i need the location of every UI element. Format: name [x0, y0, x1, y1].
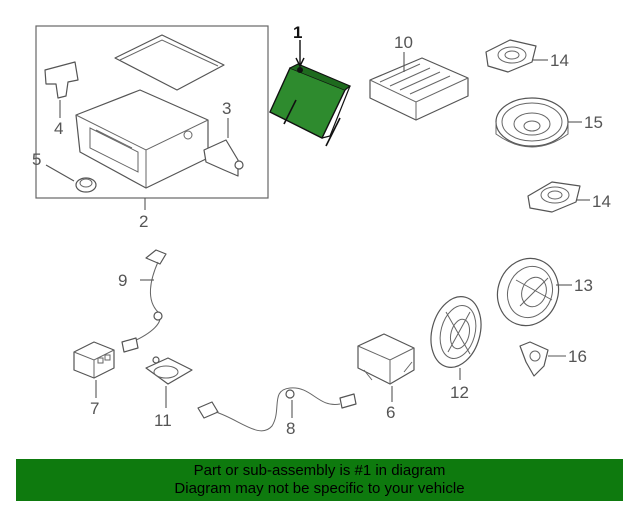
part-12-speaker: [430, 296, 482, 380]
callout-14-lower: 14: [592, 192, 611, 211]
callout-11: 11: [154, 411, 172, 430]
part-14-tweeter-lower: [527, 181, 590, 213]
callout-7: 7: [90, 399, 99, 418]
callout-3: 3: [222, 99, 231, 118]
callout-4: 4: [54, 119, 63, 138]
callout-13: 13: [574, 276, 593, 295]
part-9-cable: [121, 249, 167, 353]
callout-6: 6: [386, 403, 395, 422]
part-6-module: [357, 333, 415, 402]
banner-line-1: Part or sub-assembly is #1 in diagram: [193, 462, 446, 479]
part-8-cable: [197, 387, 357, 432]
part-1-display-unit: [269, 40, 352, 147]
callout-9: 9: [118, 271, 127, 290]
callout-8: 8: [286, 419, 295, 438]
callout-1: 1: [293, 23, 302, 42]
part-7-module: [73, 341, 115, 398]
callout-5: 5: [32, 150, 41, 169]
callout-14-upper: 14: [550, 51, 569, 70]
part-13-speaker: [496, 257, 572, 327]
callout-15: 15: [584, 113, 603, 132]
banner-line-2: Diagram may not be specific to your vehi…: [174, 480, 465, 497]
part-11-antenna: [145, 356, 193, 408]
part-10-amplifier: [369, 52, 469, 121]
parts-diagram: 1 2 3 4 5 6 7 8 9 10 11 12 13 14 14 15 1…: [32, 23, 611, 438]
part-14-tweeter-upper: [485, 39, 548, 73]
callout-12: 12: [450, 383, 469, 402]
callout-2: 2: [139, 212, 148, 231]
part-16-clip: [519, 341, 566, 377]
callout-16: 16: [568, 347, 587, 366]
assembly-2-group: [35, 25, 269, 210]
callout-10: 10: [394, 33, 413, 52]
part-15-speaker: [495, 97, 582, 148]
disclaimer-banner: Part or sub-assembly is #1 in diagram Di…: [16, 459, 623, 501]
